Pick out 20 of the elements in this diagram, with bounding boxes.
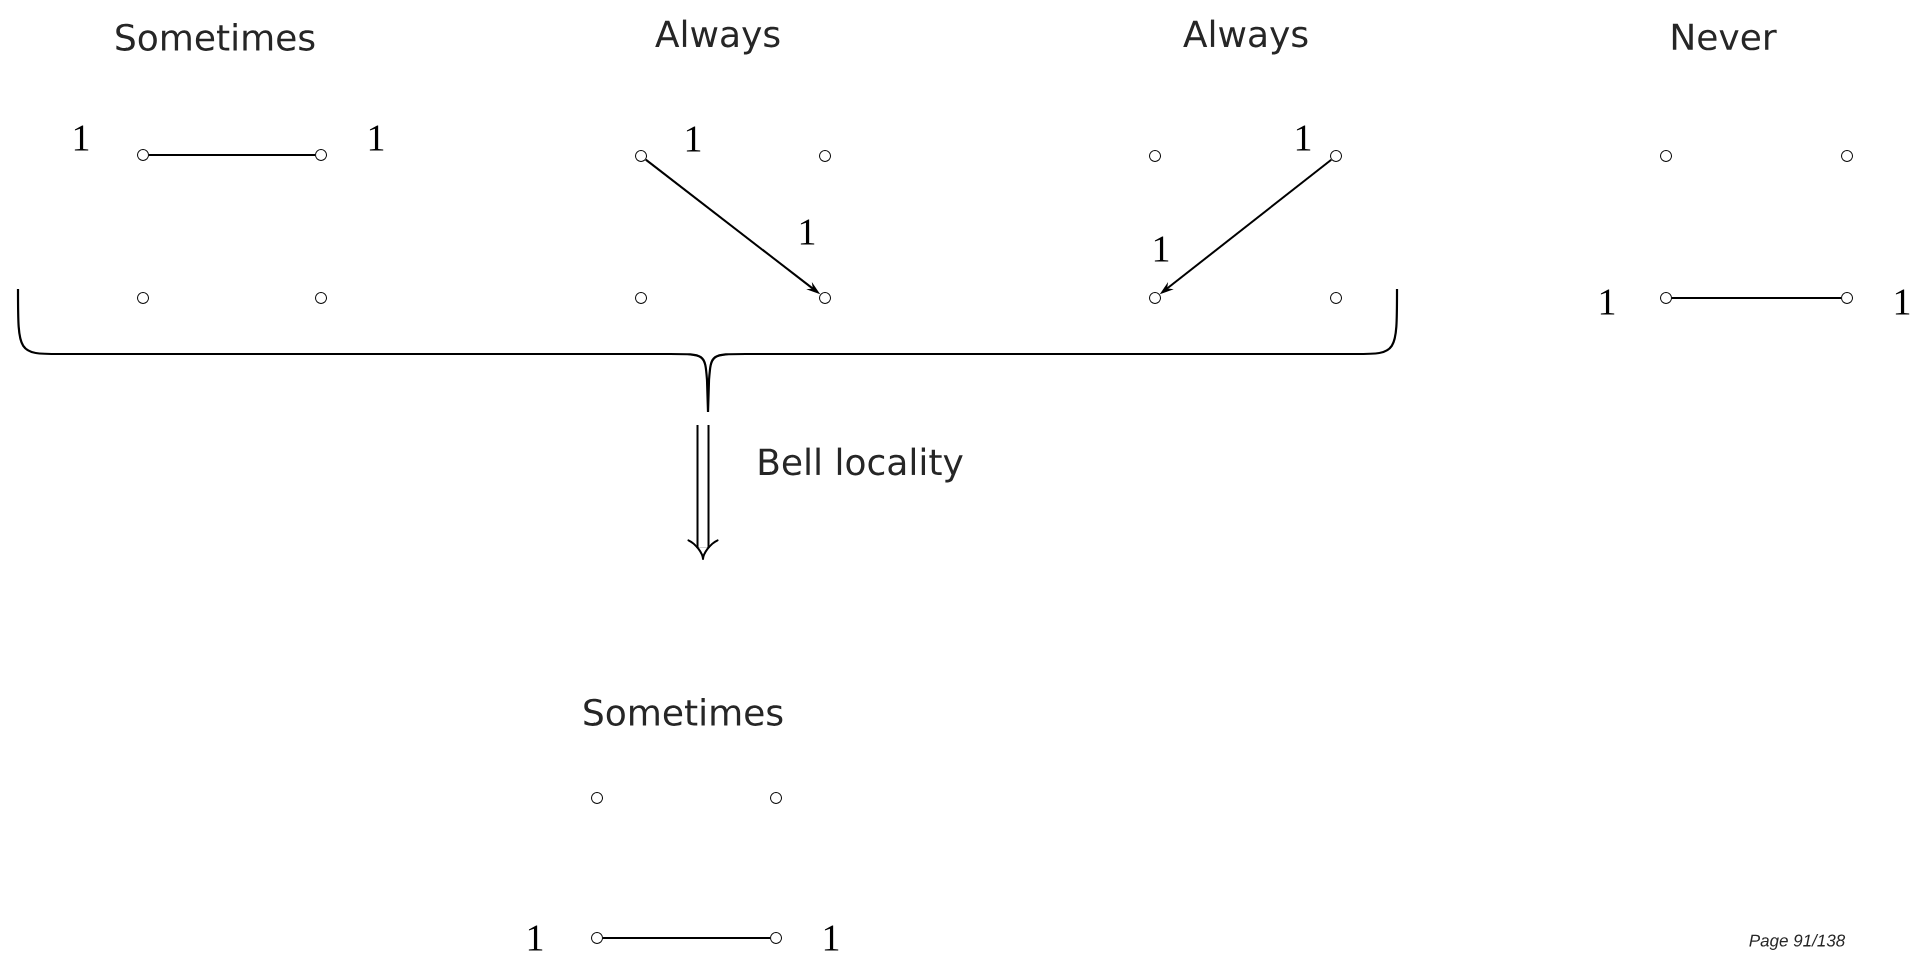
number-label: 1: [528, 925, 543, 951]
panel-title: Sometimes: [584, 698, 783, 726]
panel-title: Never: [1672, 23, 1777, 51]
number-label: 1: [800, 219, 815, 245]
number-label: 1: [369, 125, 384, 151]
connector-line: [1671, 297, 1842, 299]
number-label: 1: [1296, 125, 1311, 151]
panel-title: Sometimes: [116, 23, 315, 51]
panel-title: Always: [1183, 19, 1308, 55]
number-label: 1: [1895, 289, 1910, 315]
number-label: 1: [74, 125, 89, 151]
arrow-label: Bell locality: [759, 447, 963, 483]
number-label: 1: [1154, 236, 1169, 262]
panel-title: Always: [655, 19, 780, 55]
connector-line: [148, 154, 316, 156]
connector-line: [602, 937, 771, 939]
number-label: 1: [824, 925, 839, 951]
number-label: 1: [686, 126, 701, 152]
number-label: 1: [1600, 289, 1615, 315]
page-number: Page 91/138: [1749, 934, 1846, 950]
